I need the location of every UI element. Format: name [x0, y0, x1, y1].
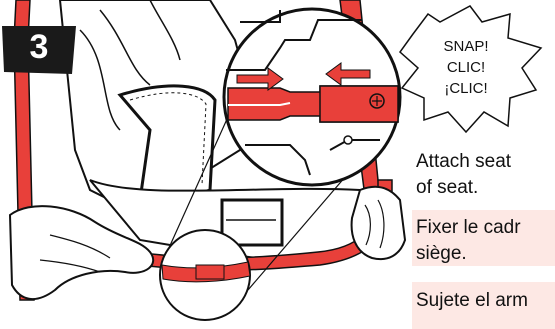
snap-callout: SNAP! CLIC! ¡CLIC!: [426, 36, 506, 99]
instruction-es-line1: Sujete el arm: [416, 288, 528, 314]
callout-line-es: ¡CLIC!: [426, 78, 506, 99]
instruction-fr-line1: Fixer le cadr: [416, 215, 521, 241]
callout-line-fr: CLIC!: [426, 57, 506, 78]
instruction-en-line1: Attach seat: [416, 149, 511, 175]
step-number: 3: [2, 22, 76, 72]
instruction-en-line2: of seat.: [416, 175, 511, 201]
instruction-es: Sujete el arm: [416, 288, 528, 314]
instruction-fr: Fixer le cadr siège.: [416, 215, 521, 267]
instruction-en: Attach seat of seat.: [416, 149, 511, 201]
instruction-fr-line2: siège.: [416, 241, 521, 267]
right-hand: [352, 187, 405, 259]
callout-line-en: SNAP!: [426, 36, 506, 57]
